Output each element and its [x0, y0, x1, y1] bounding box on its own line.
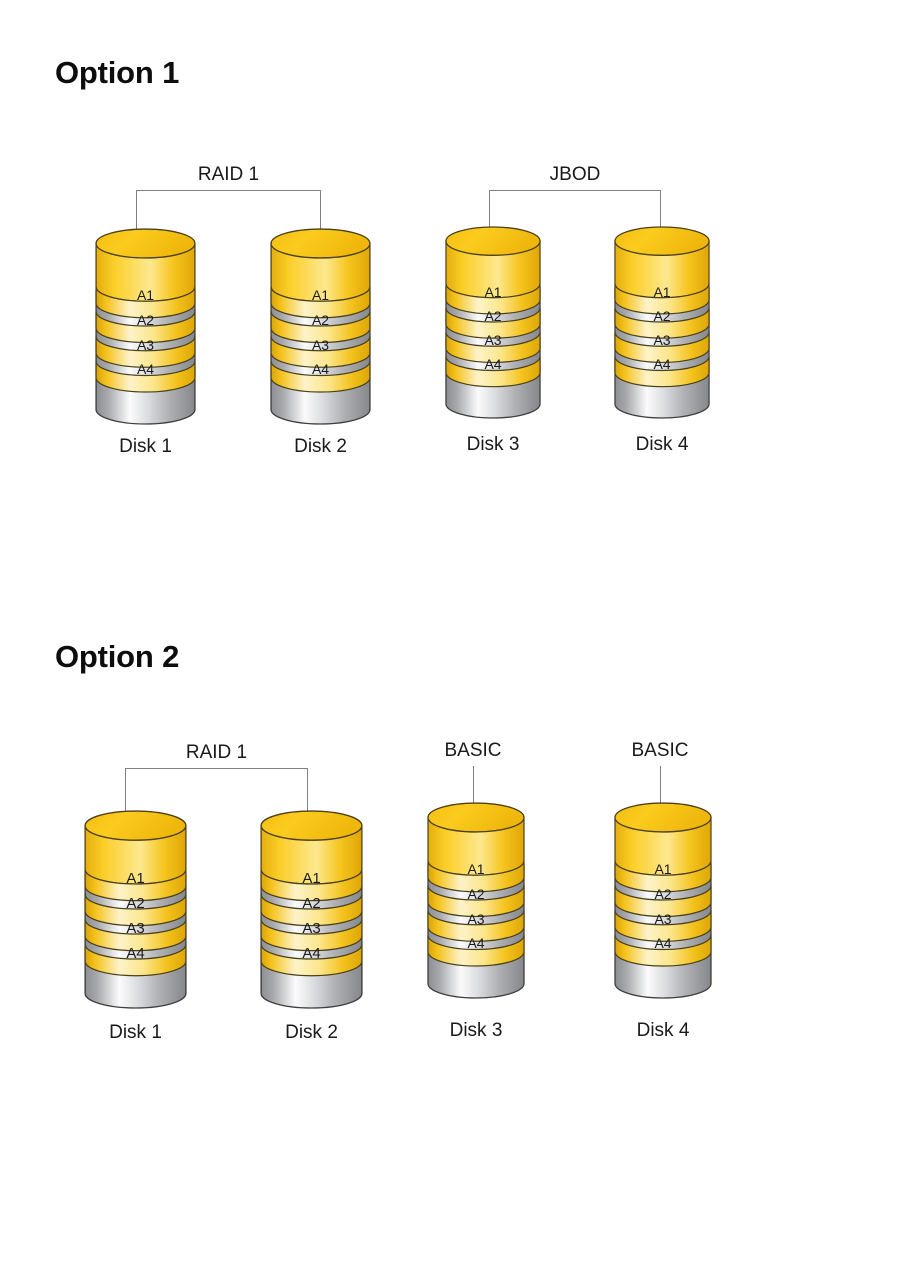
- group-label: RAID 1: [185, 742, 248, 763]
- disk-caption: Disk 1: [109, 1022, 162, 1043]
- disk-caption: Disk 2: [285, 1022, 338, 1043]
- disk-caption: Disk 2: [294, 436, 347, 457]
- disk-label-basic: BASIC: [413, 740, 533, 828]
- leader-line: [473, 766, 474, 828]
- section-title-option-1: Option 1: [55, 55, 180, 90]
- bracket-connector: [125, 768, 308, 832]
- disk-label-basic: BASIC: [600, 740, 720, 828]
- group-label: BASIC: [444, 740, 502, 761]
- group-label: BASIC: [631, 740, 689, 761]
- leader-line: [660, 766, 661, 828]
- disk-caption: Disk 4: [636, 1020, 690, 1041]
- section-title-option-2: Option 2: [55, 639, 180, 674]
- disk-caption: Disk 4: [635, 434, 689, 455]
- disk-caption: Disk 3: [449, 1020, 503, 1041]
- bracket-connector: [489, 190, 661, 254]
- group-label: JBOD: [549, 164, 601, 185]
- bracket-connector: [136, 190, 321, 254]
- disk-caption: Disk 3: [466, 434, 520, 455]
- disk-caption: Disk 1: [119, 436, 172, 457]
- group-label: RAID 1: [197, 164, 260, 185]
